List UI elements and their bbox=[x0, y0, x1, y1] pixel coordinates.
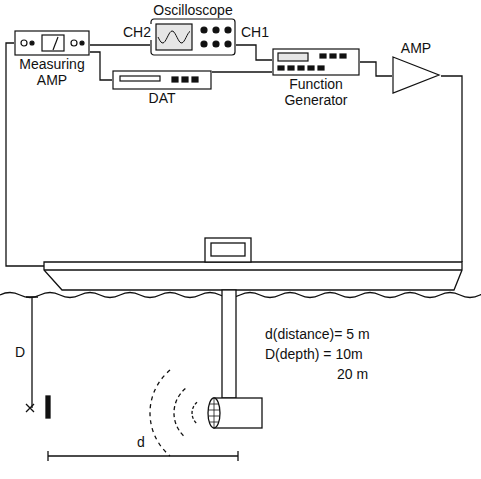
scope-screen bbox=[156, 24, 192, 50]
dat-button bbox=[182, 77, 188, 82]
dat-recorder: DAT bbox=[112, 70, 212, 106]
device-label: Function Generator bbox=[276, 76, 356, 108]
meter-dial bbox=[42, 35, 64, 51]
signal-wire bbox=[90, 44, 150, 45]
amplifier-triangle bbox=[393, 57, 439, 93]
device-label: Measuring AMP bbox=[16, 56, 88, 88]
generator-button bbox=[330, 54, 336, 58]
meter-knob bbox=[21, 40, 27, 46]
projector-wire bbox=[441, 76, 462, 262]
device-label: Oscilloscope bbox=[153, 2, 232, 18]
signal-wire bbox=[236, 45, 272, 60]
power-amp: AMP bbox=[392, 40, 440, 94]
device-label: AMP bbox=[401, 40, 431, 56]
dat-recorder-drawing bbox=[112, 70, 212, 90]
measuring-amp-device-drawing bbox=[14, 30, 90, 56]
measuring-amp-device: Measuring AMP bbox=[14, 30, 90, 88]
device-label: DAT bbox=[149, 90, 176, 106]
transducer-body bbox=[214, 398, 262, 428]
power-amp-drawing bbox=[392, 56, 440, 94]
deck-instrument-panel bbox=[211, 243, 245, 256]
transducer-grid bbox=[209, 399, 219, 427]
deck-instrument bbox=[205, 238, 251, 262]
dat-slot bbox=[120, 76, 160, 81]
meter-knob bbox=[80, 41, 84, 45]
signal-wire bbox=[212, 71, 272, 72]
generator-button bbox=[298, 66, 304, 70]
sound-wave bbox=[192, 402, 197, 423]
signal-wire bbox=[360, 62, 392, 76]
function-generator-drawing bbox=[272, 48, 360, 76]
oscilloscope-device-drawing bbox=[150, 18, 236, 56]
diagram-label: CH2 bbox=[122, 24, 152, 40]
signal-wire bbox=[90, 52, 112, 80]
scope-knob bbox=[201, 27, 207, 33]
scope-knob bbox=[201, 41, 207, 47]
meter-knob bbox=[71, 40, 77, 46]
dat-button bbox=[192, 77, 198, 82]
sound-wave bbox=[150, 370, 170, 456]
diagram-label: 20 m bbox=[336, 366, 369, 382]
generator-display bbox=[278, 53, 308, 61]
dat-case bbox=[113, 71, 211, 89]
diagram-label: D bbox=[14, 344, 26, 360]
scope-knob bbox=[213, 41, 219, 47]
boat-deck-line bbox=[44, 269, 462, 270]
transducer-face bbox=[208, 398, 220, 428]
scope-trace bbox=[158, 31, 190, 43]
scope-knob bbox=[225, 27, 231, 33]
diagram-label: d bbox=[136, 434, 146, 450]
generator-button bbox=[278, 66, 284, 70]
generator-button bbox=[320, 54, 326, 58]
scope-knob bbox=[225, 41, 231, 47]
depth-dimension bbox=[26, 297, 38, 408]
generator-button bbox=[318, 66, 324, 70]
hydrophone bbox=[46, 396, 50, 418]
scope-knob bbox=[213, 27, 219, 33]
function-generator: Function Generator bbox=[272, 48, 360, 108]
sound-wave bbox=[174, 389, 185, 438]
transducer-pole bbox=[222, 290, 236, 398]
meter-needle bbox=[53, 37, 58, 50]
generator-button bbox=[308, 66, 314, 70]
generator-button bbox=[340, 54, 346, 58]
generator-button bbox=[288, 66, 294, 70]
boat-hull bbox=[44, 262, 462, 290]
distance-dimension bbox=[48, 451, 238, 461]
diagram-label: CH1 bbox=[240, 24, 270, 40]
dat-button bbox=[172, 77, 178, 82]
oscilloscope-device: Oscilloscope bbox=[150, 2, 236, 56]
generator-case bbox=[273, 49, 359, 75]
scope-case bbox=[151, 19, 235, 55]
diagram-label: d(distance)= 5 m bbox=[264, 326, 371, 342]
water-surface bbox=[0, 293, 481, 298]
meter-case bbox=[15, 31, 89, 55]
diagram-label: D(depth) = 10m bbox=[264, 346, 364, 362]
scene-group bbox=[0, 43, 481, 461]
meter-knob bbox=[30, 41, 34, 45]
depth-mark bbox=[26, 404, 34, 412]
